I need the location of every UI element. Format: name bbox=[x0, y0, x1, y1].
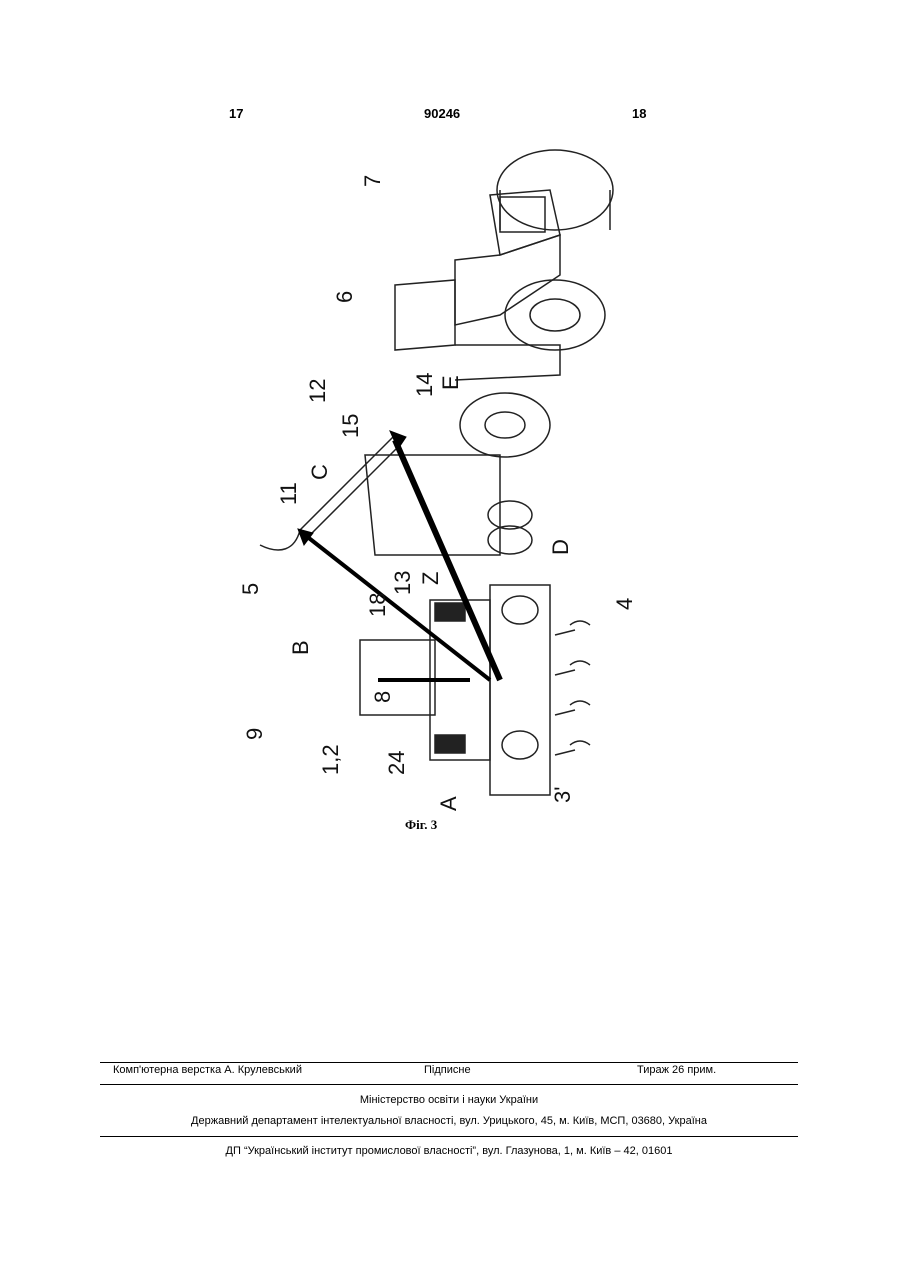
middle-wheel bbox=[460, 393, 550, 457]
label-18: 18 bbox=[365, 593, 390, 617]
footer-typesetting: Комп'ютерна верстка А. Крулевський bbox=[113, 1064, 302, 1076]
patent-drawing-figure: 7 6 12 14 E 15 C 11 5 18 13 Z D 4 B 8 9 … bbox=[200, 135, 650, 815]
footer-rule-top bbox=[100, 1062, 798, 1063]
plants bbox=[570, 621, 590, 745]
label-d: D bbox=[548, 539, 573, 555]
arrow-z bbox=[395, 440, 500, 680]
label-8: 8 bbox=[370, 691, 395, 703]
footer-circulation: Тираж 26 прим. bbox=[637, 1064, 716, 1076]
footer-department: Державний департамент інтелектуальної вл… bbox=[100, 1115, 798, 1127]
label-13: 13 bbox=[390, 571, 415, 595]
label-1-2: 1,2 bbox=[318, 744, 343, 775]
patent-number: 90246 bbox=[424, 106, 460, 121]
label-z: Z bbox=[418, 572, 443, 585]
footer-institute: ДП “Український інститут промислової вла… bbox=[100, 1145, 798, 1157]
label-12: 12 bbox=[305, 379, 330, 403]
footer-ministry: Міністерство освіти і науки України bbox=[100, 1094, 798, 1106]
page-number-right: 18 bbox=[632, 106, 646, 121]
label-5: 5 bbox=[238, 583, 263, 595]
label-b: B bbox=[288, 640, 313, 655]
boom-arm bbox=[300, 435, 400, 540]
label-15: 15 bbox=[338, 414, 363, 438]
label-9: 9 bbox=[242, 728, 267, 740]
page-number-left: 17 bbox=[229, 106, 243, 121]
label-24: 24 bbox=[384, 751, 409, 775]
label-6: 6 bbox=[332, 291, 357, 303]
label-a: A bbox=[436, 796, 461, 811]
label-7: 7 bbox=[360, 175, 385, 187]
footer-rule-bottom bbox=[100, 1136, 798, 1137]
container-box bbox=[365, 455, 500, 555]
label-3: 3' bbox=[550, 787, 575, 803]
label-4: 4 bbox=[612, 598, 637, 610]
label-e: E bbox=[438, 375, 463, 390]
footer-signed: Підписне bbox=[424, 1064, 471, 1076]
harvester-header bbox=[490, 585, 550, 795]
label-14: 14 bbox=[412, 373, 437, 397]
label-c: C bbox=[307, 464, 332, 480]
footer-rule-middle bbox=[100, 1084, 798, 1085]
tractor-front-wheel bbox=[505, 280, 605, 350]
figure-caption: Фіг. 3 bbox=[405, 817, 437, 833]
tractor-rear-wheel bbox=[497, 150, 613, 230]
label-11: 11 bbox=[276, 482, 301, 505]
